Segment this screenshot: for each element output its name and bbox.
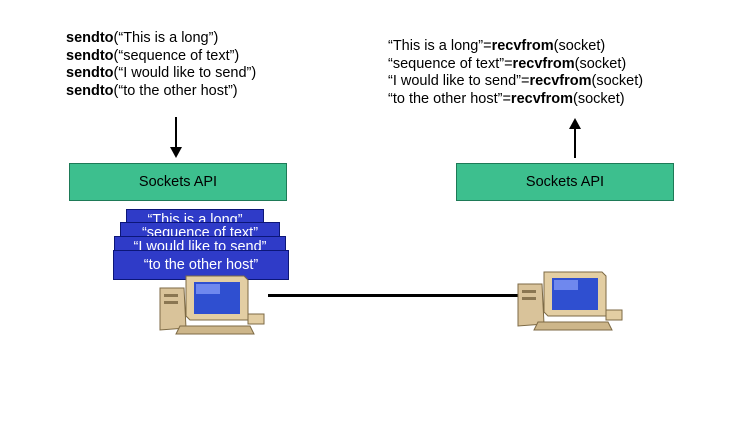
sender-code-block: sendto(“This is a long”) sendto(“sequenc… xyxy=(66,30,256,100)
sendto-arg: (“I would like to send”) xyxy=(113,65,257,81)
receiver-sockets-api-box: Sockets API xyxy=(456,163,674,201)
sendto-arg: (“sequence of text”) xyxy=(113,47,240,64)
sender-line-1: sendto(“This is a long”) xyxy=(66,30,256,48)
receiver-code-block: “This is a long”=recvfrom(socket) “seque… xyxy=(388,38,643,108)
sender-line-2: sendto(“sequence of text”) xyxy=(66,48,256,66)
packet-label: “to the other host” xyxy=(143,257,259,273)
recv-result: “I would like to send”= xyxy=(388,73,530,89)
sendto-call: sendto xyxy=(66,30,114,46)
recvfrom-arg: (socket) xyxy=(574,55,627,72)
recvfrom-call: recvfrom xyxy=(510,90,573,107)
up-arrow-icon xyxy=(569,118,581,158)
sockets-api-label: Sockets API xyxy=(525,174,605,190)
network-link-line xyxy=(268,294,534,297)
recvfrom-arg: (socket) xyxy=(553,38,606,54)
sockets-api-label: Sockets API xyxy=(138,174,218,190)
sender-line-3: sendto(“I would like to send”) xyxy=(66,65,256,83)
receiver-line-3: “I would like to send”=recvfrom(socket) xyxy=(388,73,643,91)
sender-sockets-api-box: Sockets API xyxy=(69,163,287,201)
recv-result: “sequence of text”= xyxy=(388,55,513,72)
computer-icon xyxy=(159,275,265,335)
sendto-call: sendto xyxy=(66,47,114,64)
sender-line-4: sendto(“to the other host”) xyxy=(66,83,256,101)
recv-result: “This is a long”= xyxy=(388,38,492,54)
receiver-line-2: “sequence of text”=recvfrom(socket) xyxy=(388,56,643,74)
recvfrom-arg: (socket) xyxy=(591,73,644,89)
recv-result: “to the other host”= xyxy=(388,90,511,107)
down-arrow-icon xyxy=(170,117,182,158)
sendto-arg: (“This is a long”) xyxy=(113,30,219,46)
recvfrom-call: recvfrom xyxy=(491,38,554,54)
packet-front: “to the other host” xyxy=(113,250,289,280)
receiver-line-1: “This is a long”=recvfrom(socket) xyxy=(388,38,643,56)
computer-icon xyxy=(517,271,623,331)
recvfrom-call: recvfrom xyxy=(529,73,592,89)
recvfrom-call: recvfrom xyxy=(512,55,575,72)
sendto-call: sendto xyxy=(66,65,114,81)
recvfrom-arg: (socket) xyxy=(572,90,625,107)
receiver-line-4: “to the other host”=recvfrom(socket) xyxy=(388,91,643,109)
sendto-call: sendto xyxy=(66,82,114,99)
sendto-arg: (“to the other host”) xyxy=(113,82,238,99)
